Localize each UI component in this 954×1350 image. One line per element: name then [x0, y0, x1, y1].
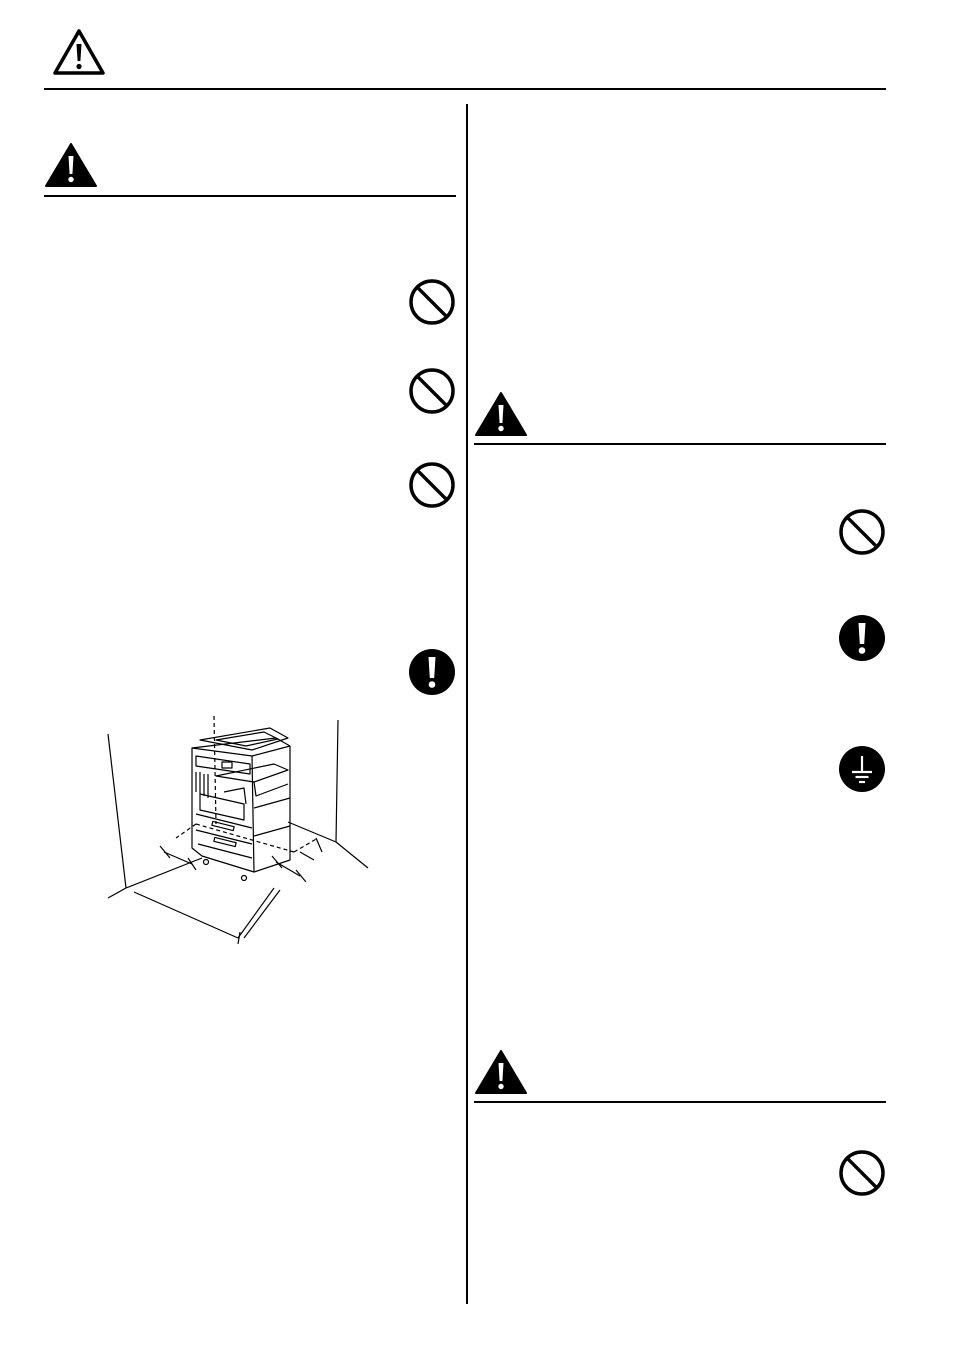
prohibition-icon	[408, 278, 456, 326]
prohibition-icon	[838, 508, 886, 556]
prohibition-icon	[838, 1149, 886, 1197]
section-rule	[44, 195, 456, 197]
ground-connection-icon	[838, 745, 886, 793]
warning-filled-triangle-icon	[474, 1049, 528, 1095]
mandatory-action-icon	[408, 648, 456, 696]
prohibition-icon	[408, 461, 456, 509]
prohibition-icon	[408, 367, 456, 415]
caution-outline-triangle-icon	[52, 28, 106, 76]
column-divider	[466, 104, 468, 1304]
warning-filled-triangle-icon	[474, 391, 528, 437]
header-rule	[44, 88, 886, 90]
section-rule	[474, 1101, 886, 1103]
warning-filled-triangle-icon	[44, 142, 98, 188]
copier-installation-clearance-diagram	[104, 712, 374, 953]
section-rule	[474, 443, 886, 445]
mandatory-action-icon	[838, 614, 886, 662]
